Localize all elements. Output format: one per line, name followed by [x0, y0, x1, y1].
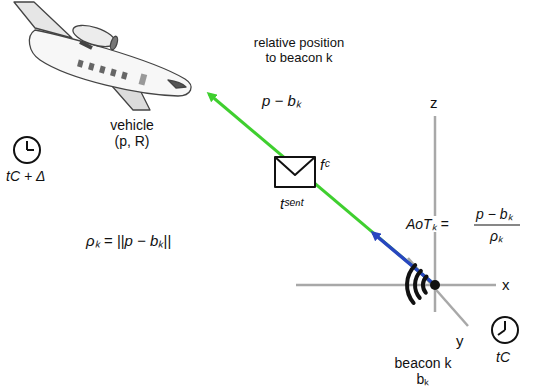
message-envelope [275, 157, 315, 187]
frequency-label: fᶜ [320, 156, 330, 173]
vector-label: p − bₖ [262, 92, 301, 109]
axis-label: z [430, 94, 438, 111]
clock-icon [492, 317, 518, 343]
fraction-denominator: ρₖ [490, 228, 503, 244]
distance-label: ρₖ = ||p − bₖ|| [86, 232, 171, 249]
axis-label: x [502, 276, 510, 293]
time-label: tC [496, 349, 510, 365]
time-sent-label: tˢᵉⁿᵗ [280, 195, 303, 212]
axis-label: y [456, 332, 464, 349]
aot-label: AoTₖ = [404, 216, 451, 232]
time-label: tC + Δ [6, 168, 45, 184]
clock-icon [14, 137, 40, 163]
fraction-numerator: p − bₖ [476, 206, 513, 222]
beacon-label: beacon k bₖ [390, 355, 456, 387]
vector-caption: relative position to beacon k [247, 36, 351, 66]
position-arrow [209, 94, 435, 285]
vehicle-label: vehicle (p, R) [103, 117, 161, 149]
beacon-dot [430, 280, 440, 290]
axes [296, 116, 496, 326]
fraction-bar [474, 224, 520, 225]
airplane [14, 2, 191, 110]
radio-waves [407, 265, 426, 303]
